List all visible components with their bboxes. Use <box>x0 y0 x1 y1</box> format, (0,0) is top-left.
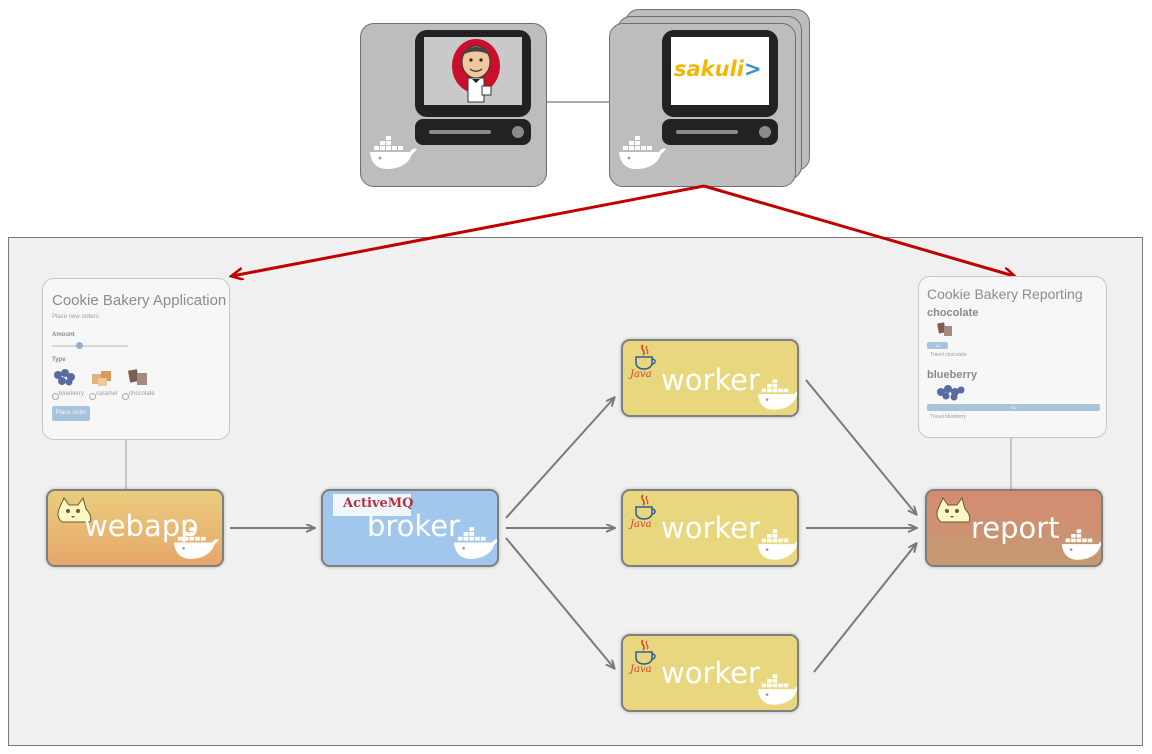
drive-slot <box>676 130 738 134</box>
docker-whale-icon <box>757 674 797 705</box>
broker-to-worker3-arrow <box>505 537 614 668</box>
jenkins-monitor <box>415 30 531 117</box>
sakuli-to-webapp-arrow <box>232 184 705 276</box>
sakuli-machine: sakuli> <box>609 23 796 187</box>
webapp-ui-title: Cookie Bakery Application <box>52 292 227 309</box>
webapp-ui-subtitle: Place new orders: <box>52 314 101 320</box>
place-order-button[interactable]: Place order <box>52 406 90 421</box>
slider-thumb[interactable] <box>76 342 83 349</box>
report-ui-title: Cookie Bakery Reporting <box>927 286 1083 302</box>
power-button-icon <box>512 126 524 138</box>
jenkins-cpu <box>415 119 531 145</box>
report-ui-preview: Cookie Bakery Reporting chocolate 10 Tra… <box>918 276 1107 438</box>
power-button-icon <box>759 126 771 138</box>
chocolate-bar: 10 <box>927 342 948 349</box>
radio-caramel-label: caramel <box>96 391 118 397</box>
worker-label: worker <box>661 656 760 690</box>
drive-slot <box>429 130 491 134</box>
java-label: Java <box>630 369 652 380</box>
worker-label: worker <box>661 363 760 397</box>
radio-blueberry[interactable] <box>52 393 59 400</box>
blueberry-cookie-icon <box>54 369 75 386</box>
sakuli-logo-text: sakuli <box>674 57 744 81</box>
type-radio-group: blueberry caramel chocolate <box>52 391 222 401</box>
worker-label: worker <box>661 511 760 545</box>
docker-whale-icon <box>757 379 797 410</box>
radio-caramel[interactable] <box>89 393 96 400</box>
sakuli-monitor: sakuli> <box>662 30 778 117</box>
worker1-to-report-arrow <box>805 379 916 514</box>
broker-service: ActiveMQ broker <box>321 489 499 567</box>
radio-chocolate[interactable] <box>122 393 129 400</box>
webapp-ui-preview: Cookie Bakery Application Place new orde… <box>42 278 230 440</box>
chocolate-heading: chocolate <box>927 307 979 319</box>
broker-label: broker <box>367 509 460 543</box>
radio-chocolate-label: chocolate <box>129 391 155 397</box>
caramel-cookie-icon <box>92 371 111 386</box>
jenkins-machine <box>360 23 547 187</box>
docker-whale-icon <box>1061 529 1101 560</box>
activemq-logo-text: ActiveMQ <box>343 496 414 511</box>
blueberry-bar: 432 <box>927 404 1100 411</box>
sakuli-cpu <box>662 119 778 145</box>
jenkins-butler-icon <box>452 39 500 103</box>
sakuli-logo-mark: > <box>743 57 762 81</box>
report-service: report <box>925 489 1103 567</box>
worker-service-2: Java worker <box>621 489 799 567</box>
sakuli-logo: sakuli> <box>674 57 762 81</box>
docker-whale-icon <box>453 527 497 559</box>
radio-blueberry-label: blueberry <box>59 391 85 397</box>
chocolate-cookie-icon <box>937 322 952 336</box>
report-label: report <box>971 511 1060 545</box>
java-label: Java <box>630 519 652 530</box>
broker-to-worker1-arrow <box>505 398 614 519</box>
worker-service-3: Java worker <box>621 634 799 712</box>
docker-whale-icon <box>173 527 220 559</box>
blueberry-note: Travel blueberry <box>930 414 966 420</box>
worker-service-1: Java worker <box>621 339 799 417</box>
sakuli-to-report-arrow <box>703 184 1014 276</box>
docker-whale-icon <box>757 529 797 560</box>
blueberry-heading: blueberry <box>927 369 978 381</box>
amount-slider[interactable] <box>52 342 128 349</box>
tomcat-icon <box>936 497 971 523</box>
chocolate-note: Travel chocolate <box>930 352 967 358</box>
worker3-to-report-arrow <box>813 544 916 673</box>
jenkins-screen <box>424 37 522 105</box>
java-label: Java <box>630 664 652 675</box>
webapp-service: webapp <box>46 489 224 567</box>
sakuli-screen: sakuli> <box>671 37 769 105</box>
type-label: Type <box>52 357 66 363</box>
chocolate-cookie-icon <box>128 369 147 385</box>
amount-label: Amount <box>52 332 75 338</box>
activemq-logo: ActiveMQ <box>333 494 414 516</box>
blueberry-cookie-icon <box>937 385 965 401</box>
